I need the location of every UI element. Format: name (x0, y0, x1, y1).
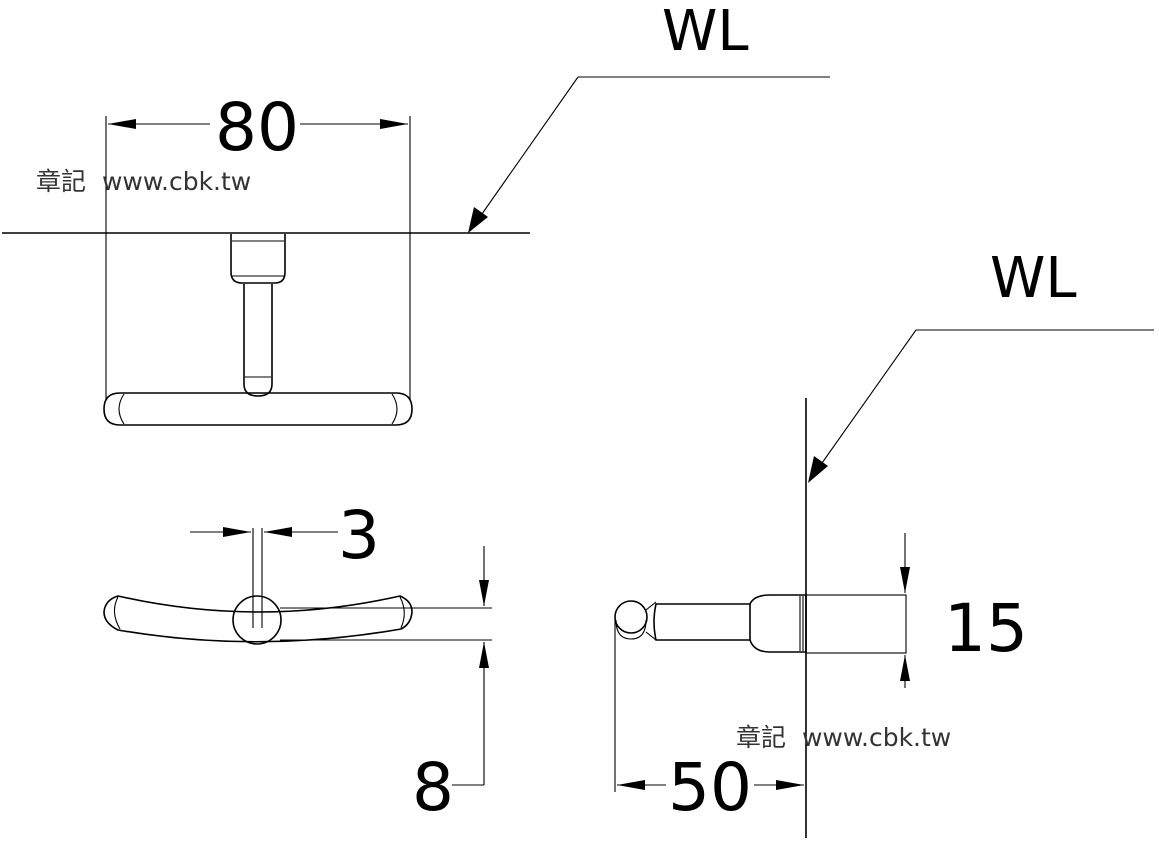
water-line-label-side: WL (990, 246, 1077, 311)
side-cap (749, 594, 807, 653)
side-view: WL 15 50 章記 www.cbk.tw (614, 246, 1154, 838)
svg-text:章記 www.cbk.tw: 章記 www.cbk.tw (736, 723, 951, 752)
mount-cap (230, 234, 286, 284)
ball-end (614, 600, 648, 634)
offset-dimension-label: 8 (412, 749, 454, 826)
hook-stem (243, 284, 273, 397)
watermark-url: www.cbk.tw (102, 167, 251, 196)
crossbar (103, 392, 413, 426)
top-view: 3 8 (103, 497, 492, 826)
pin-dimension-label: 3 (338, 497, 380, 574)
watermark-prefix-2: 章記 (736, 723, 786, 752)
top-arm-outline (103, 595, 413, 643)
depth-dimension-label: 50 (668, 749, 752, 826)
water-line-label-top: WL (662, 0, 749, 64)
center-hub (232, 595, 282, 645)
svg-text:章記 www.cbk.tw: 章記 www.cbk.tw (36, 167, 251, 196)
front-view: WL 80 章記 www.cbk.tw (2, 0, 830, 426)
watermark-prefix: 章記 (36, 167, 86, 196)
side-stem (653, 603, 751, 641)
watermark-url-2: www.cbk.tw (802, 723, 951, 752)
height-dimension-label: 15 (944, 590, 1028, 667)
width-dimension-label: 80 (215, 89, 299, 166)
